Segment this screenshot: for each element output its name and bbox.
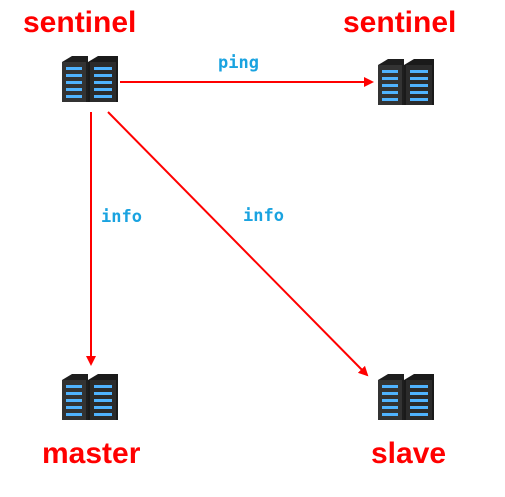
server-rack-icon (378, 374, 434, 420)
edge-label-info-slave: info (243, 206, 284, 226)
server-rack-icon (378, 59, 434, 105)
node-label-sentinel-right: sentinel (343, 6, 457, 39)
edge-label-ping: ping (218, 53, 259, 73)
server-rack-icon (62, 56, 118, 102)
node-label-sentinel-left: sentinel (23, 6, 137, 39)
edge-label-info-master: info (101, 207, 142, 227)
node-label-master: master (42, 437, 141, 470)
node-label-slave: slave (371, 437, 447, 470)
server-rack-icon (62, 374, 118, 420)
edge-info-slave-arrow (107, 111, 369, 377)
